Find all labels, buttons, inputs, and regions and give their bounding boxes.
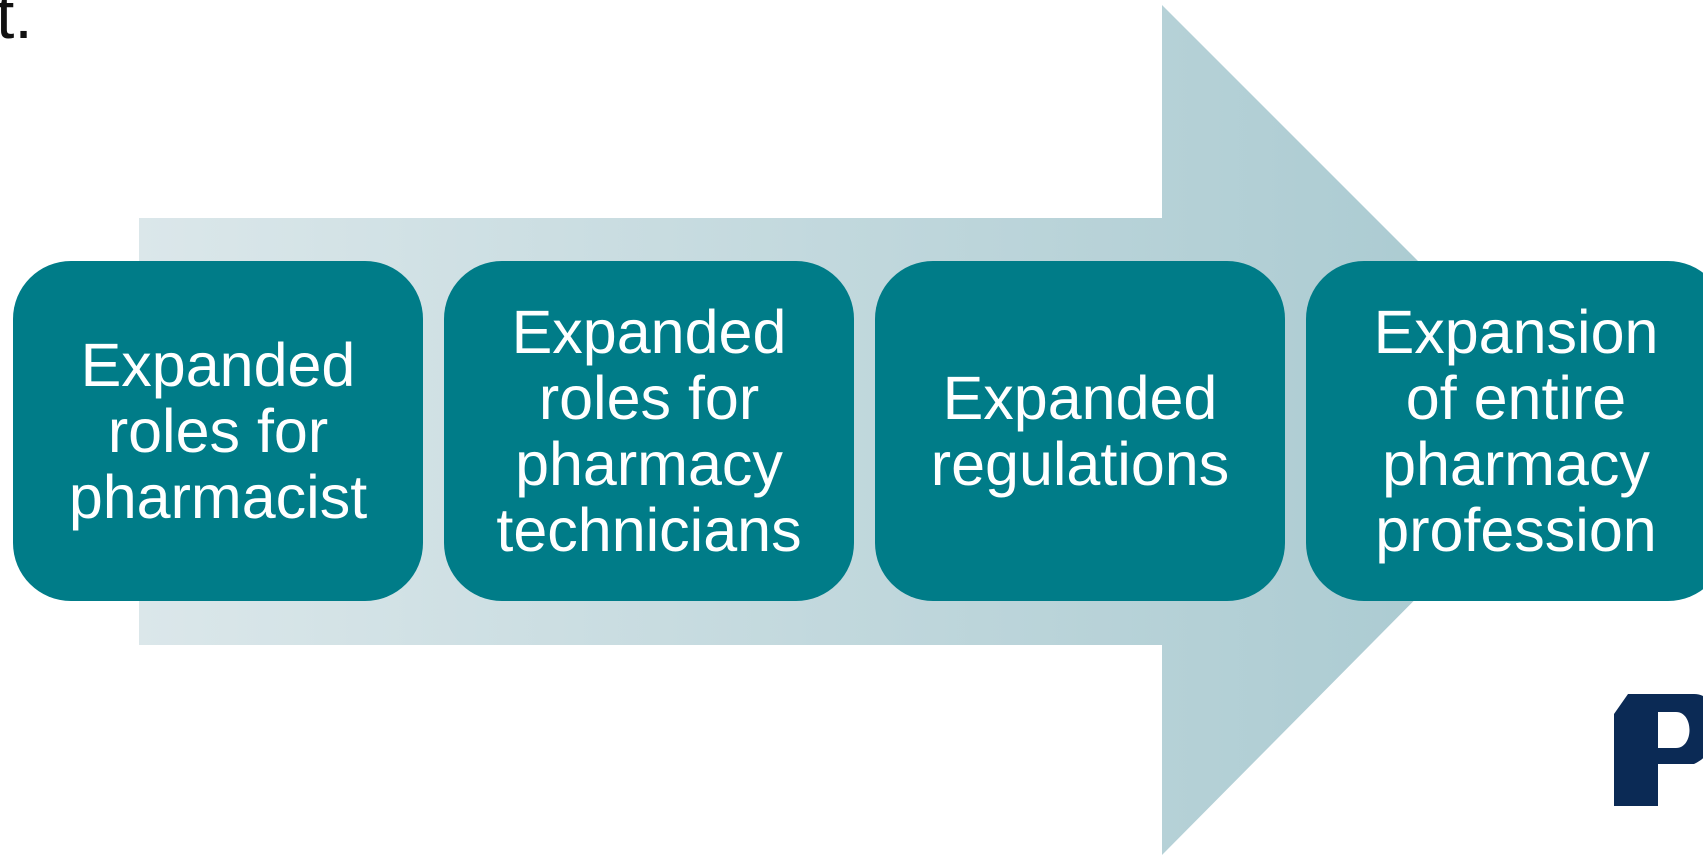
process-step-label: Expansion of entire pharmacy profession bbox=[1373, 298, 1659, 564]
process-step-1: Expanded roles for pharmacist bbox=[13, 261, 423, 601]
process-step-2: Expanded roles for pharmacy technicians bbox=[444, 261, 854, 601]
process-step-label: Expanded regulations bbox=[930, 364, 1230, 498]
process-step-label: Expanded roles for pharmacist bbox=[68, 331, 368, 531]
clipped-title-text: t. bbox=[0, 0, 33, 52]
process-step-label: Expanded roles for pharmacy technicians bbox=[496, 298, 802, 564]
pharmacy-p-logo-icon bbox=[1614, 694, 1703, 806]
arrow-shape bbox=[139, 5, 1585, 855]
process-step-3: Expanded regulations bbox=[875, 261, 1285, 601]
process-step-4: Expansion of entire pharmacy profession bbox=[1306, 261, 1703, 601]
